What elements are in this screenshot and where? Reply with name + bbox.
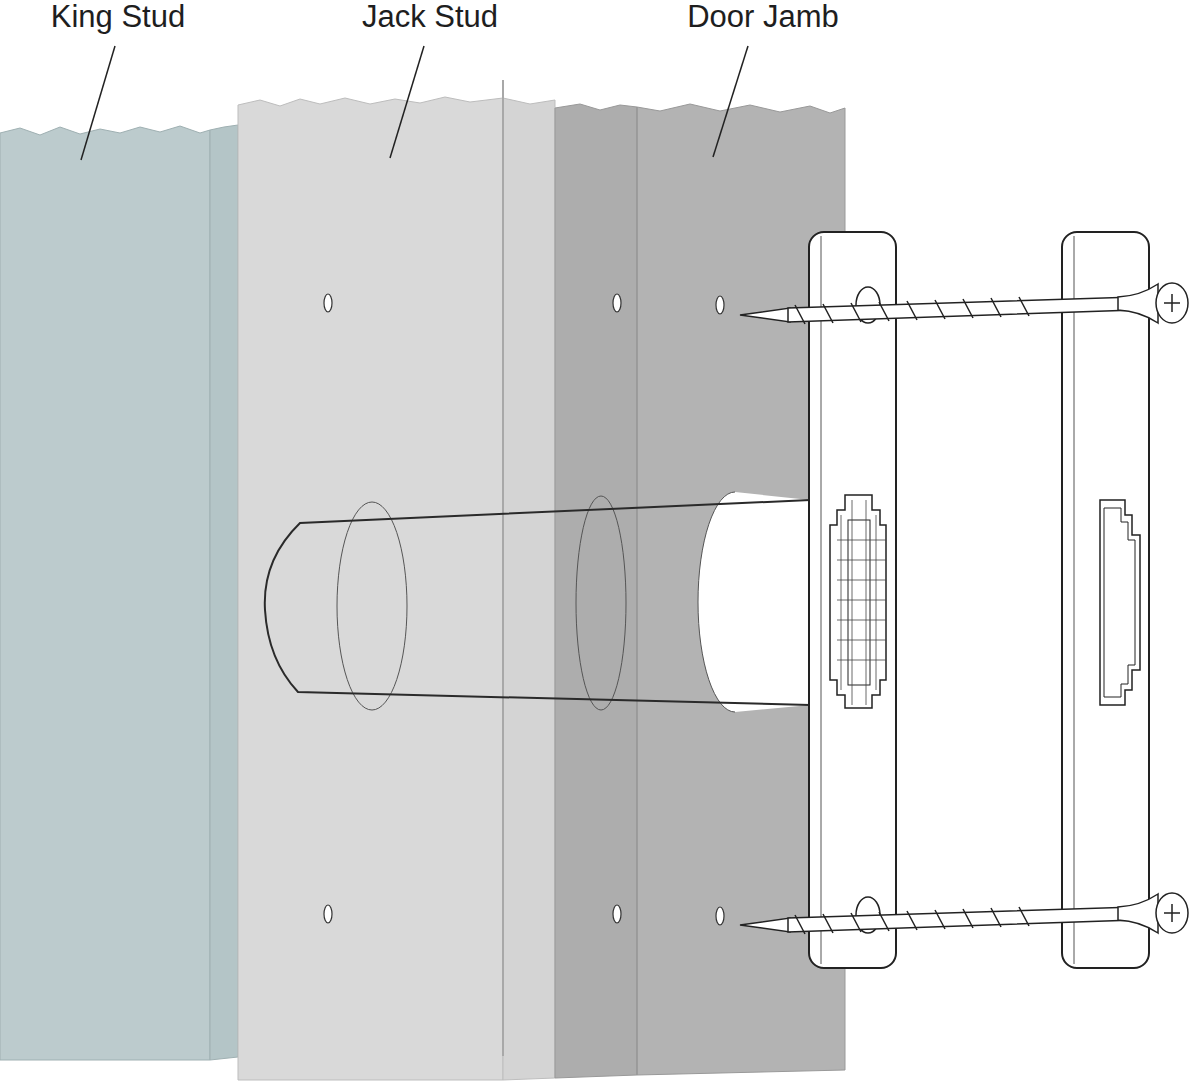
reinforcement-plate bbox=[1062, 232, 1149, 968]
pilot-hole bbox=[613, 294, 621, 312]
part-label: King Stud bbox=[51, 0, 185, 35]
jack-stud-face bbox=[238, 97, 503, 1080]
phillips-cross bbox=[1164, 294, 1180, 312]
jack-stud-seam bbox=[502, 80, 504, 1056]
plate-thickness bbox=[1074, 236, 1075, 964]
bore-outline bbox=[265, 500, 810, 705]
pilot-hole bbox=[324, 905, 332, 923]
pilot-hole bbox=[716, 296, 724, 314]
part-label: Door Jamb bbox=[687, 0, 839, 35]
screw-thread bbox=[795, 907, 1029, 934]
screw-head-face bbox=[1156, 893, 1188, 933]
screw-shank bbox=[788, 297, 1135, 322]
leader-line bbox=[390, 46, 424, 158]
pilot-hole bbox=[716, 907, 724, 925]
king-stud-edge bbox=[210, 125, 238, 1060]
bore-section bbox=[576, 496, 626, 710]
king-stud-face bbox=[0, 126, 210, 1060]
screw-thread bbox=[795, 297, 1029, 324]
strike-cutout-inner bbox=[1104, 508, 1135, 697]
bore-rim bbox=[698, 492, 735, 712]
pilot-hole bbox=[324, 294, 332, 312]
screw-head bbox=[1118, 894, 1158, 933]
bore-section bbox=[337, 502, 407, 710]
leader-line bbox=[81, 46, 115, 160]
screw-head-face bbox=[1156, 283, 1188, 323]
plate-thickness bbox=[821, 236, 822, 964]
door-jamb-edge bbox=[555, 104, 637, 1078]
screw-tip bbox=[740, 918, 790, 932]
part-label: Jack Stud bbox=[362, 0, 498, 35]
strike-cutout bbox=[1100, 500, 1140, 705]
bore-opening bbox=[698, 492, 810, 712]
screw-shank bbox=[788, 907, 1135, 932]
strike-grid bbox=[837, 500, 886, 705]
reinforcement-plate bbox=[809, 232, 896, 968]
pilot-hole bbox=[613, 905, 621, 923]
screw-tip bbox=[740, 308, 790, 322]
door-jamb-seam bbox=[636, 107, 638, 1075]
leader-line bbox=[713, 46, 748, 157]
phillips-cross bbox=[1164, 904, 1180, 922]
screw-head bbox=[1118, 284, 1158, 323]
jack-stud-edge bbox=[503, 98, 555, 1080]
strike-cutout bbox=[830, 495, 886, 708]
